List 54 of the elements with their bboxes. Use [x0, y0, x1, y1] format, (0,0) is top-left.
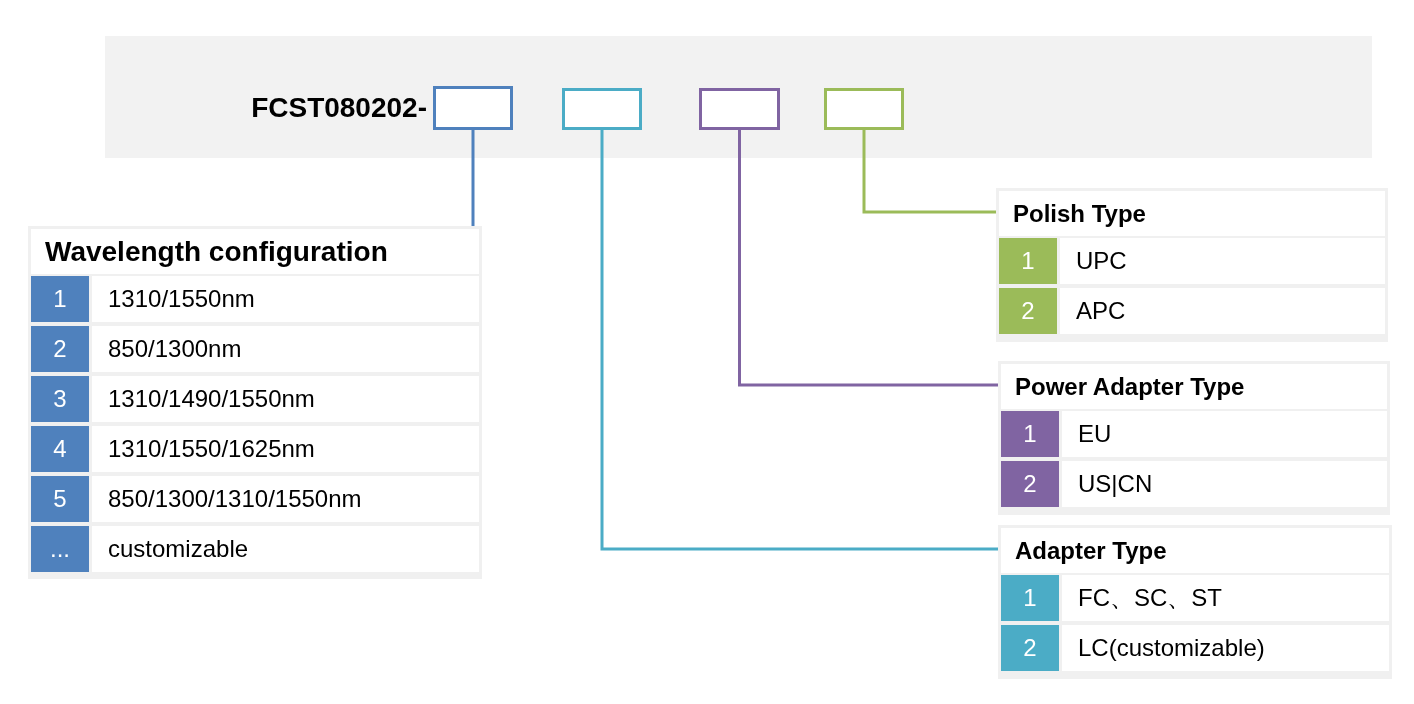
number-cell: 1	[1001, 411, 1059, 457]
code-box	[824, 88, 904, 130]
model-code: FCST080202-	[251, 91, 427, 125]
number-cell: 3	[31, 376, 89, 422]
table-heading: Wavelength configuration	[31, 229, 479, 275]
table-row	[28, 274, 482, 324]
table-row	[28, 324, 482, 374]
number-cell: 2	[31, 326, 89, 372]
option-cell: LC(customizable)	[1062, 625, 1389, 671]
option-cell: FC、SC、ST	[1062, 575, 1389, 621]
option-table	[28, 226, 482, 579]
option-cell: APC	[1060, 288, 1385, 334]
option-cell: 1310/1550nm	[92, 276, 479, 322]
table-row	[28, 474, 482, 524]
number-cell: 5	[31, 476, 89, 522]
option-cell: UPC	[1060, 238, 1385, 284]
leader-line	[600, 130, 998, 551]
option-cell: 850/1300/1310/1550nm	[92, 476, 479, 522]
option-table	[996, 188, 1388, 342]
option-table	[998, 525, 1392, 679]
code-box	[562, 88, 642, 130]
table-row	[996, 286, 1388, 336]
code-box	[699, 88, 780, 130]
number-cell: ...	[31, 526, 89, 572]
table-row	[28, 424, 482, 474]
table-row	[998, 459, 1390, 509]
table-heading: Polish Type	[999, 191, 1385, 237]
number-cell: 1	[999, 238, 1057, 284]
table-row	[998, 409, 1390, 459]
table-row	[28, 374, 482, 424]
option-cell: 850/1300nm	[92, 326, 479, 372]
table-row	[28, 524, 482, 574]
option-cell: EU	[1062, 411, 1387, 457]
option-cell: 1310/1490/1550nm	[92, 376, 479, 422]
leader-line	[471, 130, 475, 226]
number-cell: 1	[1001, 575, 1059, 621]
leader-line	[738, 130, 998, 387]
table-heading: Power Adapter Type	[1001, 364, 1387, 410]
number-cell: 2	[999, 288, 1057, 334]
table-row	[998, 623, 1392, 673]
code-band	[105, 36, 1372, 158]
option-cell: 1310/1550/1625nm	[92, 426, 479, 472]
table-row	[996, 236, 1388, 286]
leader-line	[862, 130, 996, 214]
code-box	[433, 86, 513, 130]
table-row	[998, 573, 1392, 623]
number-cell: 1	[31, 276, 89, 322]
option-cell: customizable	[92, 526, 479, 572]
number-cell: 4	[31, 426, 89, 472]
number-cell: 2	[1001, 461, 1059, 507]
option-table	[998, 361, 1390, 515]
option-cell: US|CN	[1062, 461, 1387, 507]
number-cell: 2	[1001, 625, 1059, 671]
table-heading: Adapter Type	[1001, 528, 1389, 574]
